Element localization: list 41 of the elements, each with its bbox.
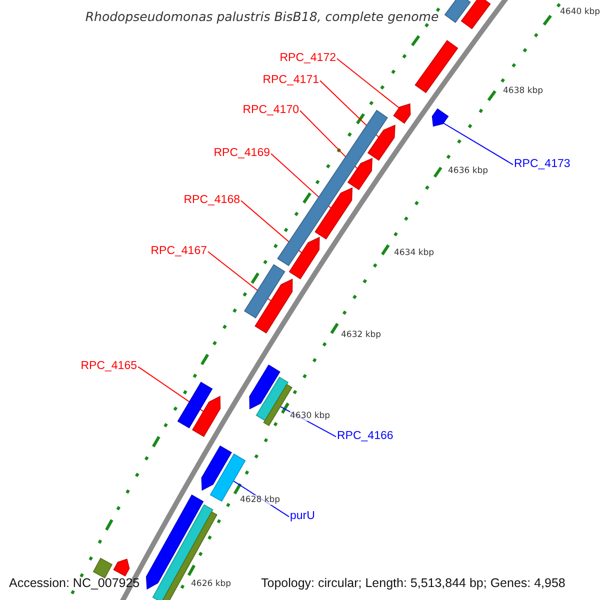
gene-feature (347, 158, 372, 190)
genome-info-text: Topology: circular; Length: 5,513,844 bp; Genes: 4,958 (261, 576, 566, 590)
gene-feature (92, 558, 113, 578)
gene-feature (254, 278, 293, 334)
gene-feature (367, 124, 396, 161)
map-title: Rhodopseudomonas palustris BisB18, complete genome (85, 9, 439, 25)
gene-feature (393, 103, 411, 124)
gene-feature (414, 40, 458, 94)
gene-feature (201, 445, 232, 491)
tick-label: 4640 kbp (560, 7, 600, 17)
leader-line (336, 58, 400, 108)
gene-feature (460, 0, 491, 30)
leader-line (442, 122, 514, 166)
gene-label: RPC_4169 (214, 146, 270, 160)
gene-feature (314, 187, 353, 240)
gene-feature (256, 376, 289, 422)
gene-label: RPC_4168 (184, 194, 240, 206)
gene-label: RPC_4171 (262, 74, 319, 86)
gene-feature (288, 236, 320, 280)
tick-label: 4628 kbp (240, 495, 280, 505)
gene-feature (249, 364, 280, 410)
gene-feature (152, 504, 214, 600)
gene-label: purU (290, 510, 315, 522)
gene-label: RPC_4170 (242, 104, 299, 116)
gene-feature (444, 0, 471, 24)
gene-feature (113, 558, 130, 576)
gene-feature (244, 264, 286, 318)
tick-label: 4632 kbp (341, 330, 382, 340)
gene-feature (192, 396, 221, 437)
gene-label: RPC_4166 (337, 430, 394, 442)
tick-label: 4638 kbp (503, 86, 544, 96)
gene-label: RPC_4173 (514, 158, 570, 170)
accession-text: Accession: NC_007925 (9, 576, 140, 590)
gene-label: RPC_4165 (80, 360, 137, 372)
tick-label: 4630 kbp (290, 411, 330, 421)
gene-label: RPC_4167 (150, 244, 207, 258)
gene-feature (177, 382, 213, 428)
gene-feature (432, 108, 449, 127)
tick-label: 4636 kbp (448, 166, 488, 176)
gene-label: RPC_4172 (280, 52, 336, 64)
tick-label: 4626 kbp (191, 579, 232, 589)
